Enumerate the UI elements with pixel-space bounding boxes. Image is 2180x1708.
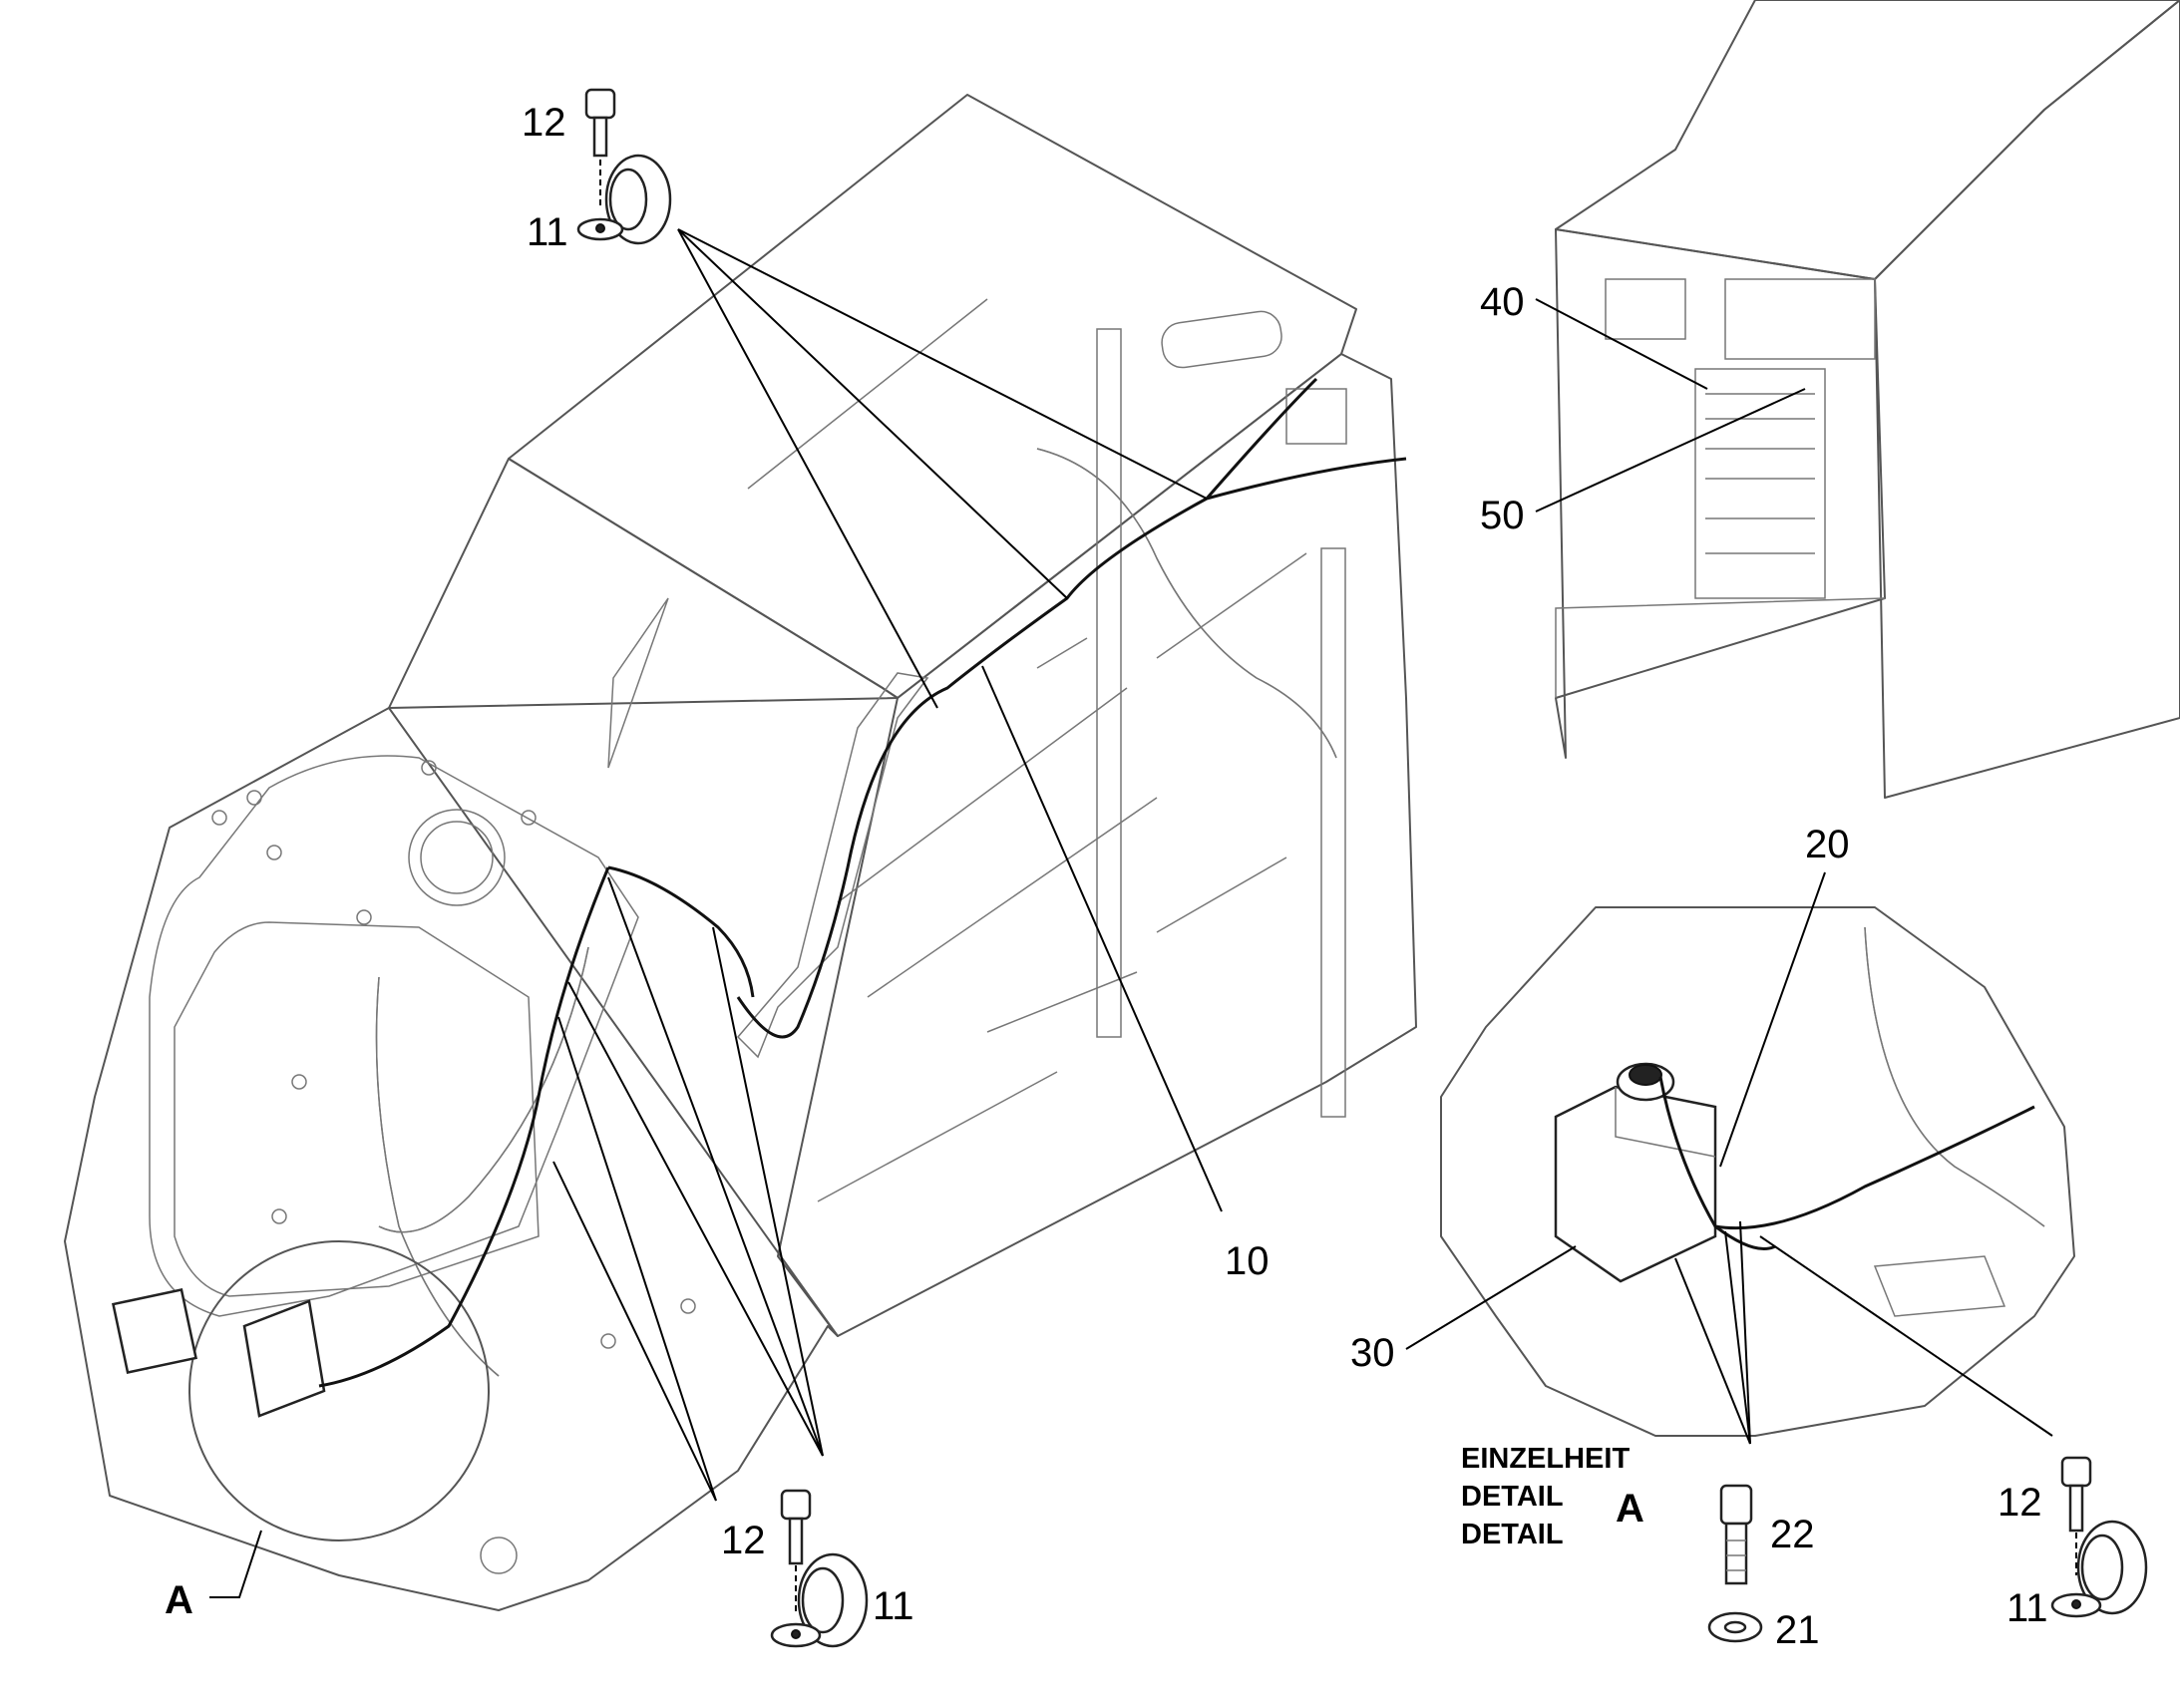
washer-21-icon <box>1707 1611 1763 1643</box>
detail-title-line1: EINZELHEIT <box>1461 1443 1630 1475</box>
callout-11-right: 11 <box>2006 1586 2048 1630</box>
callout-11-bottom: 11 <box>873 1584 914 1628</box>
callout-10: 10 <box>1225 1239 1270 1283</box>
callout-30: 30 <box>1350 1331 1395 1375</box>
detail-a-view <box>1440 906 2075 1437</box>
detail-a-title: EINZELHEIT DETAIL DETAIL A <box>1461 1443 1644 1550</box>
clamp-11-bottom-icon <box>770 1552 869 1648</box>
callout-40: 40 <box>1480 280 1525 324</box>
clamp-11-right-icon <box>2050 1520 2148 1618</box>
callout-50: 50 <box>1480 494 1525 537</box>
callout-20: 20 <box>1805 823 1850 866</box>
callout-12-bottom: 12 <box>721 1519 766 1562</box>
junction-box <box>1554 1085 1717 1283</box>
callout-11-top: 11 <box>527 210 568 254</box>
callout-21: 21 <box>1775 1608 1820 1652</box>
callout-labels: 12 11 10 40 50 20 30 12 11 22 21 12 11 A <box>165 101 2048 1652</box>
detail-a-circle <box>188 1240 490 1541</box>
control-cabinet <box>1555 0 2180 799</box>
detail-title-line3: DETAIL <box>1461 1519 1564 1550</box>
machine-frame <box>64 94 1417 1611</box>
detail-marker-a: A <box>165 1578 193 1622</box>
clamp-11-top-icon <box>576 154 672 245</box>
leader-lines <box>209 228 2053 1598</box>
bolt-22-icon <box>1719 1484 1753 1585</box>
callout-12-top: 12 <box>522 101 566 145</box>
screw-12-right-icon <box>2060 1456 2092 1575</box>
screw-12-bottom-icon <box>780 1489 812 1615</box>
detail-title-line2: DETAIL <box>1461 1481 1564 1513</box>
screw-12-top-icon <box>584 88 616 209</box>
detail-title-letter: A <box>1616 1487 1644 1531</box>
callout-12-right: 12 <box>1998 1481 2042 1525</box>
callout-22: 22 <box>1770 1513 1815 1556</box>
